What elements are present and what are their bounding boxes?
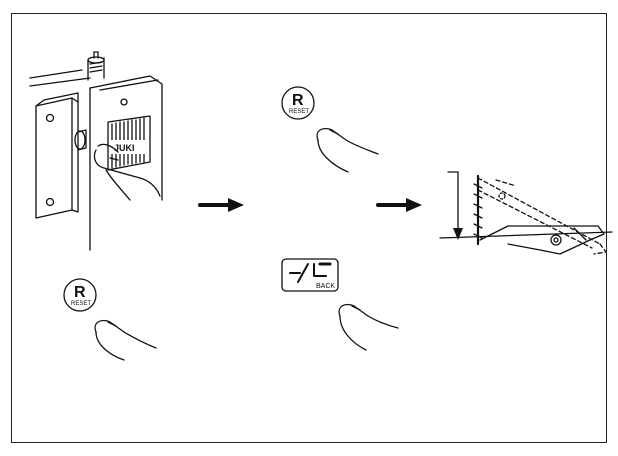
reset-caption: RESET <box>289 109 309 115</box>
back-tack-button-step <box>281 258 399 351</box>
reset-button-step1 <box>63 278 157 361</box>
sewing-machine-head: JUKI <box>29 51 163 251</box>
reset-button-step1-labels: R RESET <box>71 284 91 307</box>
reset-caption: RESET <box>71 301 91 307</box>
back-caption: BACK <box>316 283 335 290</box>
diagram-frame <box>11 13 607 443</box>
reset-button-step2 <box>281 86 379 173</box>
reset-letter: R <box>74 284 86 301</box>
brand-logo: JUKI <box>114 143 135 153</box>
reset-letter: R <box>292 92 304 109</box>
reset-button-step2-labels: R RESET <box>289 92 309 115</box>
reset-button-icon <box>281 86 315 120</box>
presser-foot-diagram <box>439 171 613 255</box>
reset-button-icon <box>63 278 97 312</box>
back-tack-button-icon <box>281 258 339 292</box>
